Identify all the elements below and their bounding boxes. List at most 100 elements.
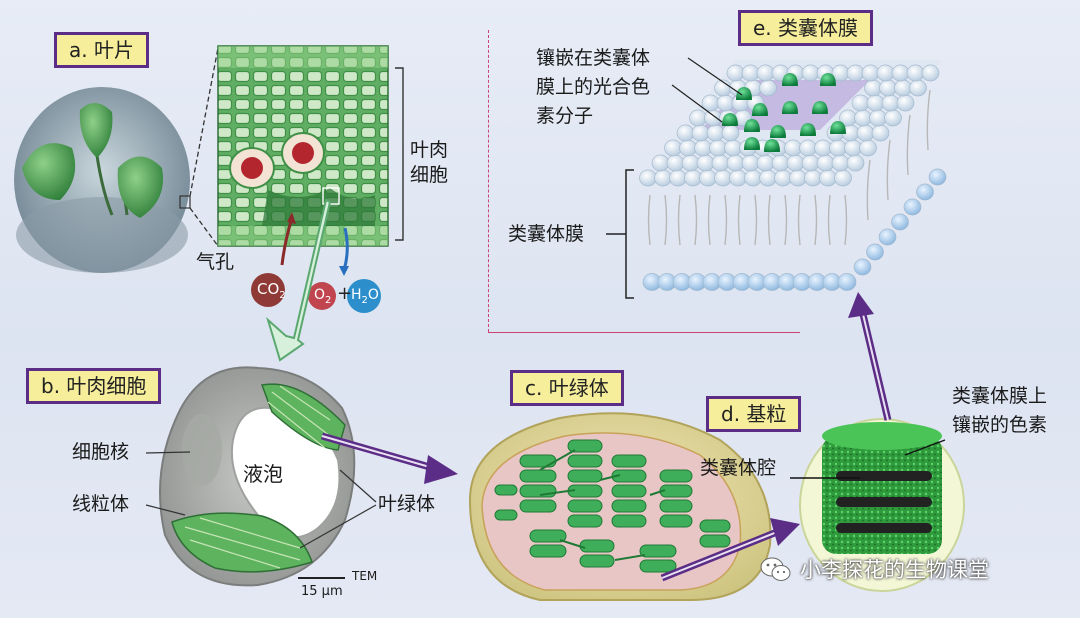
lipid-head xyxy=(814,139,832,157)
lipid-head xyxy=(681,154,700,172)
lipid-head xyxy=(871,124,890,142)
lipid-head xyxy=(876,64,895,82)
lipid-head xyxy=(837,273,857,291)
lipid-head xyxy=(903,198,922,216)
lipid-head xyxy=(884,109,902,127)
label-chloroplast: 叶绿体 xyxy=(378,493,436,515)
lipid-head xyxy=(679,139,697,157)
leaf-cross-section xyxy=(217,45,404,247)
pigment-molecule xyxy=(770,125,786,138)
lipid-head xyxy=(651,154,670,172)
pigment-molecule xyxy=(812,101,828,114)
label-pigment-molecules: 镶嵌在类囊体 膜上的光合色 素分子 xyxy=(536,47,651,127)
lipid-head xyxy=(639,169,657,187)
lipid-head xyxy=(691,124,710,142)
pigment-molecule xyxy=(722,113,738,126)
lipid-head xyxy=(861,64,880,82)
wechat-icon xyxy=(760,557,791,581)
lipid-head xyxy=(866,243,884,261)
lipid-head xyxy=(831,154,850,172)
chloroplast-pointer-1 xyxy=(339,469,377,503)
lipid-head xyxy=(714,169,732,187)
lipid-head xyxy=(881,94,900,112)
label-mesophyll-cell: 叶肉 细胞 xyxy=(410,139,449,186)
lipid-head xyxy=(664,139,682,157)
panel-e-frame-left xyxy=(488,30,489,332)
lipid-head xyxy=(869,109,887,127)
panel-label-d: d. 基粒 xyxy=(706,396,802,432)
lipid-head xyxy=(696,154,715,172)
lipid-head xyxy=(694,139,712,157)
thylakoid-membrane-image xyxy=(606,57,947,299)
lipid-head xyxy=(784,139,802,157)
lipid-head xyxy=(756,154,775,172)
label-stoma: 气孔 xyxy=(196,251,235,273)
lipid-head xyxy=(909,79,927,97)
pigment-molecule xyxy=(830,121,846,134)
lipid-head xyxy=(774,169,792,187)
lipid-head xyxy=(804,169,822,187)
panel-label-a: a. 叶片 xyxy=(54,32,149,68)
lipid-head xyxy=(846,154,865,172)
lipid-head xyxy=(896,94,915,112)
lipid-head xyxy=(854,109,872,127)
lipid-head xyxy=(654,169,672,187)
lipid-head xyxy=(699,169,717,187)
lipid-head xyxy=(801,154,820,172)
pigment-molecule xyxy=(820,73,836,86)
leaf-photo xyxy=(14,87,191,273)
chloroplast-pointer-2 xyxy=(299,504,377,549)
chloroplast-image xyxy=(468,412,772,601)
label-plus: + xyxy=(337,283,353,304)
watermark-text: 小李探花的生物课堂 xyxy=(800,558,989,582)
lipid-head xyxy=(684,169,702,187)
panel-label-e: e. 类囊体膜 xyxy=(738,10,874,46)
pigment-molecule xyxy=(736,87,752,100)
lipid-head xyxy=(771,154,790,172)
lipid-head xyxy=(789,169,807,187)
lipid-head xyxy=(709,139,727,157)
lipid-head xyxy=(741,64,760,82)
lipid-head xyxy=(846,64,865,82)
lipid-head xyxy=(829,139,847,157)
lipid-head xyxy=(879,79,897,97)
h2o-molecule xyxy=(347,279,381,313)
lipid-head xyxy=(706,124,725,142)
lipid-head xyxy=(819,169,837,187)
o2-molecule xyxy=(308,282,336,310)
lipid-head xyxy=(916,183,934,201)
lipid-head xyxy=(878,228,897,246)
lipid-head xyxy=(799,139,817,157)
zoom-arrow-to-cell xyxy=(266,198,332,362)
label-o2: O2 xyxy=(314,287,332,306)
label-thylakoid-membrane: 类囊体膜 xyxy=(508,223,585,245)
arrow-chloroplast-to-granum xyxy=(660,518,800,582)
label-co2: CO2 xyxy=(257,280,286,301)
label-nucleus: 细胞核 xyxy=(72,441,130,463)
h2o-arrowhead xyxy=(339,266,349,276)
lipid-head xyxy=(891,213,909,231)
lipid-head xyxy=(844,139,862,157)
lipid-head xyxy=(864,79,882,97)
label-tem: TEM xyxy=(352,569,378,583)
lipid-head xyxy=(726,64,745,82)
panel-label-b: b. 叶肉细胞 xyxy=(26,368,162,404)
lipid-head xyxy=(689,109,707,127)
pigment-molecule xyxy=(764,139,780,152)
lipid-head xyxy=(759,79,777,97)
lipid-head xyxy=(741,154,760,172)
pigment-molecule xyxy=(744,119,760,132)
lipid-head xyxy=(866,94,885,112)
lipid-head xyxy=(856,124,875,142)
lipid-head xyxy=(801,64,820,82)
lipid-head xyxy=(711,154,730,172)
label-scale-bar: 15 μm xyxy=(301,584,343,599)
lipid-head xyxy=(666,154,685,172)
mitochondria-pointer xyxy=(145,504,186,516)
pigment-molecule xyxy=(752,103,768,116)
label-thylakoid-lumen: 类囊体腔 xyxy=(700,457,777,479)
lipid-head xyxy=(704,109,722,127)
panel-label-c: c. 叶绿体 xyxy=(510,370,624,406)
